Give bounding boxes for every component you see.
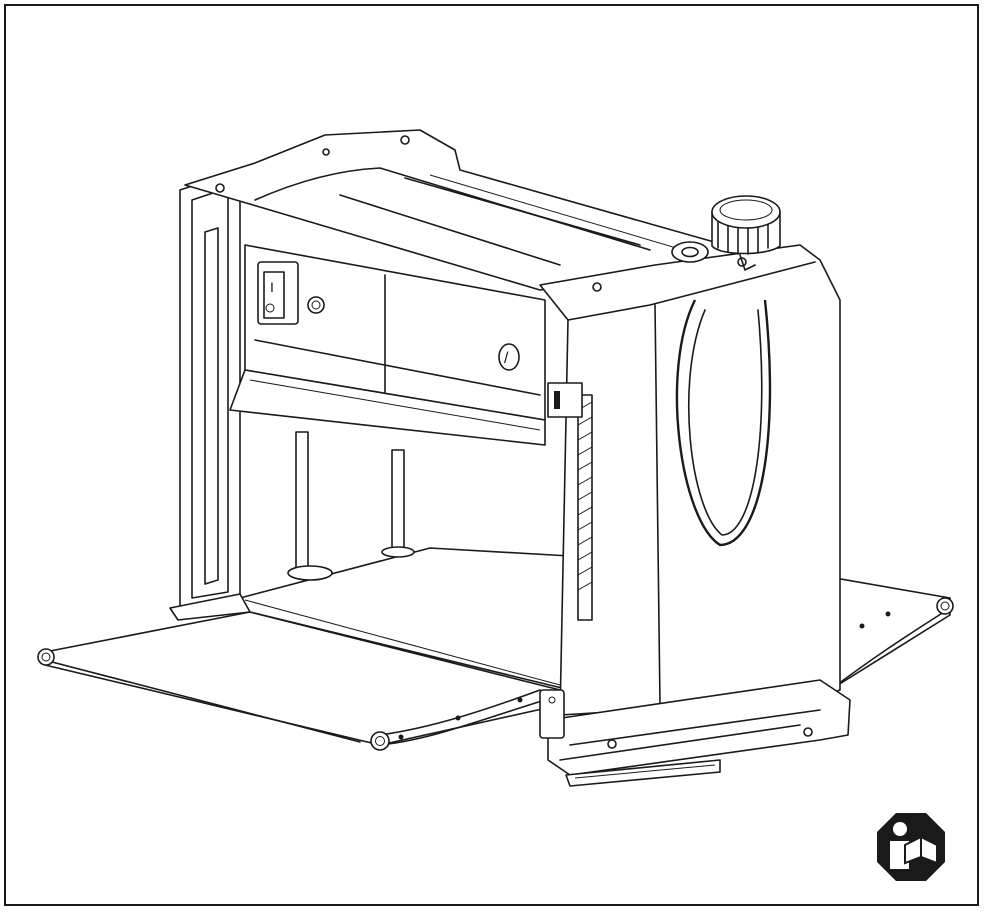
right-column (539, 244, 841, 716)
blade-mark-glyph: / (504, 350, 509, 367)
depth-scale (547, 382, 593, 621)
table-bracket (539, 689, 565, 739)
power-switch[interactable]: I (257, 261, 299, 325)
cutterhead-panel (229, 244, 546, 446)
top-housing (184, 129, 761, 291)
depth-crank-knob[interactable] (671, 195, 781, 271)
base-foot (547, 679, 851, 787)
reset-button[interactable] (307, 296, 325, 314)
blade-indicator: / (498, 343, 520, 371)
read-manual-icon (875, 811, 947, 883)
switch-glyph: I (270, 279, 274, 295)
guide-posts (287, 431, 415, 581)
